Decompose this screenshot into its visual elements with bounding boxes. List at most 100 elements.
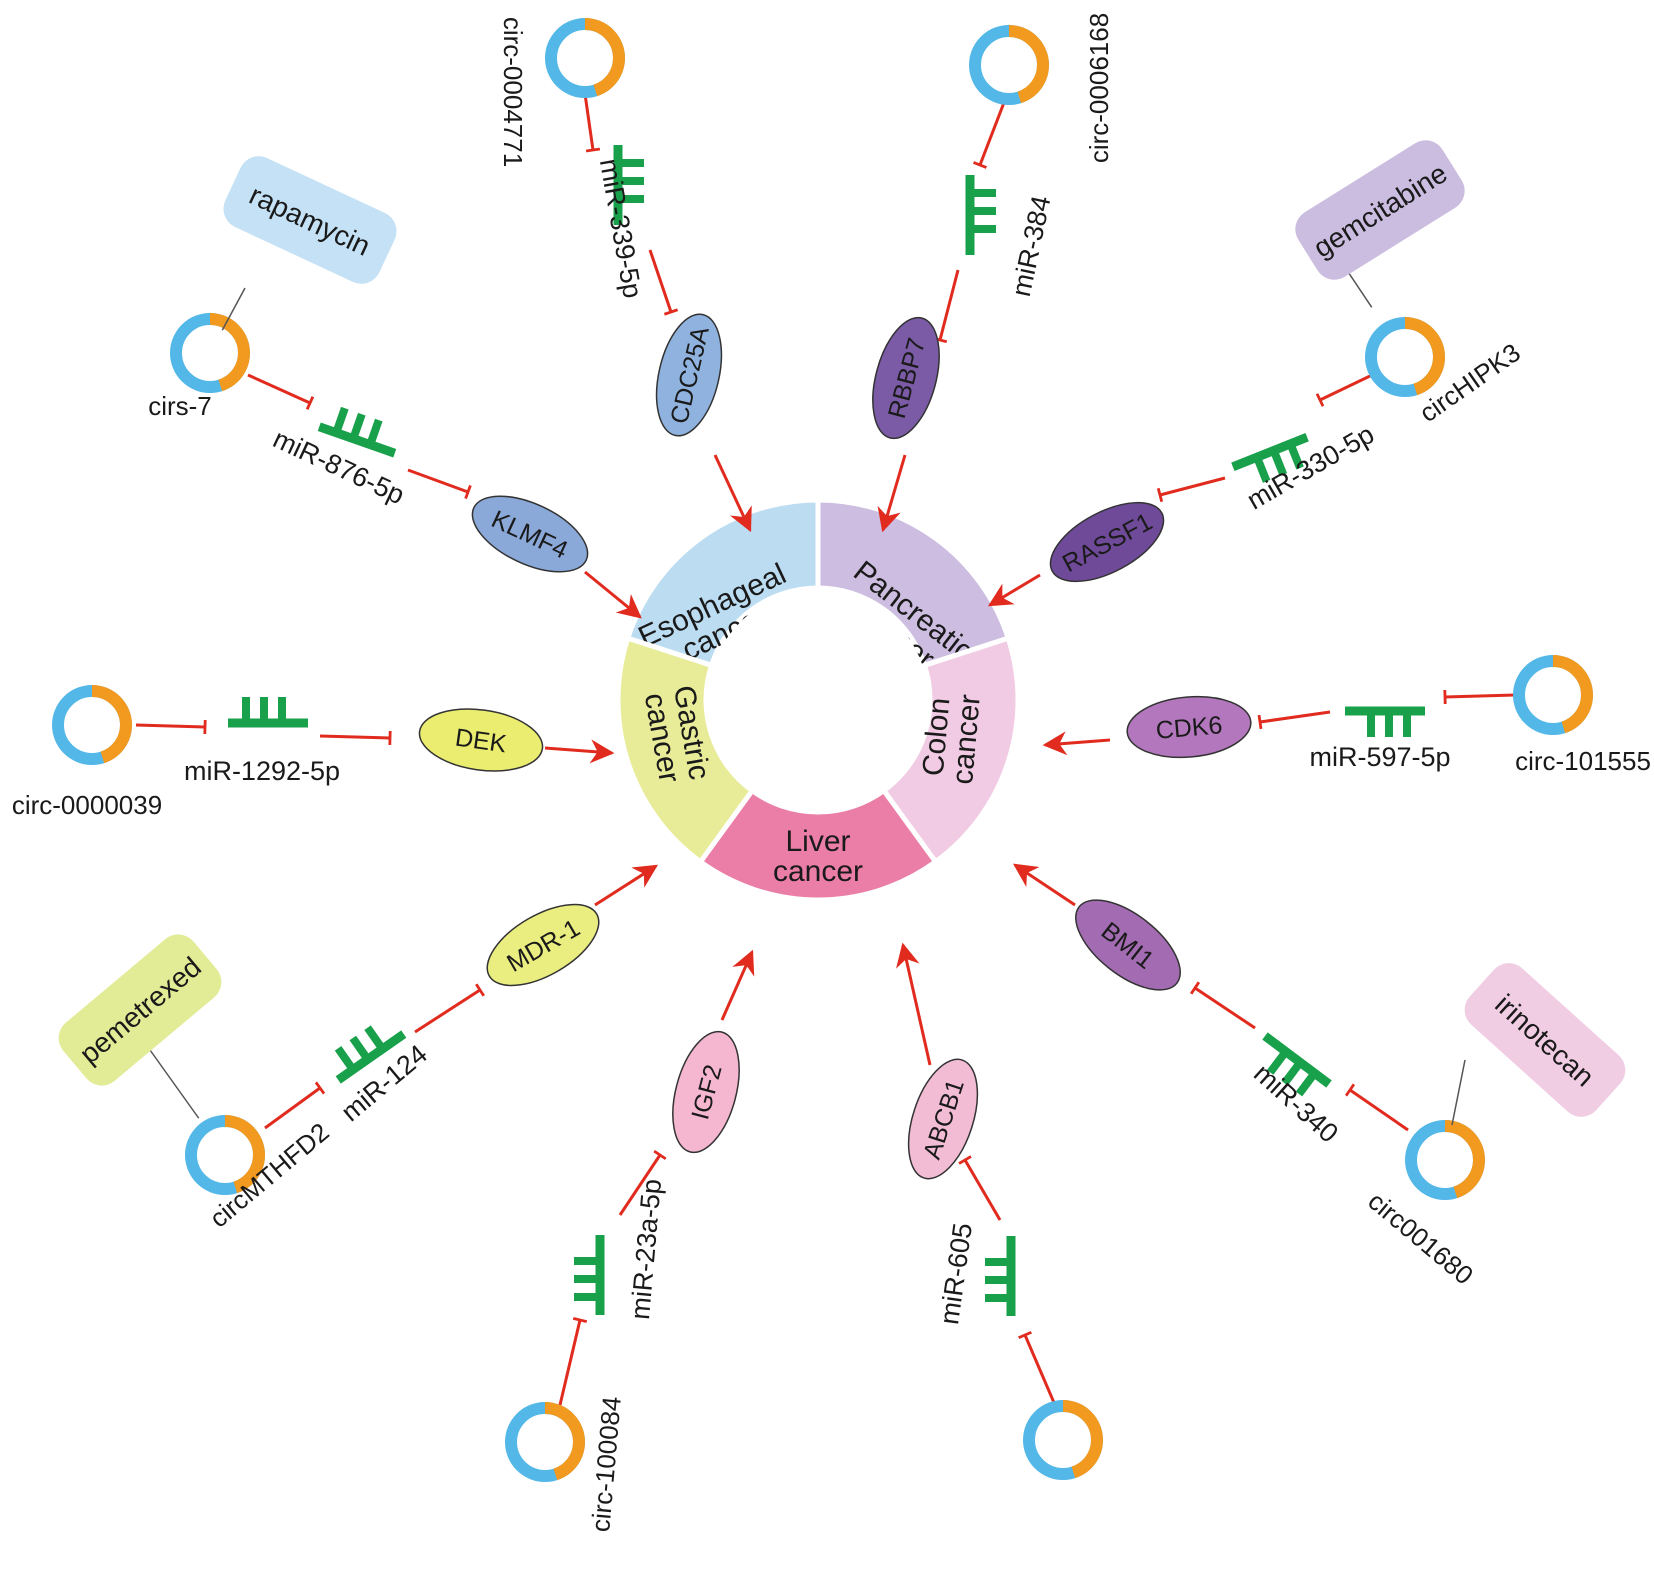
inhibition-edge: [558, 1317, 588, 1406]
cancer-type-ring: EsophagealcancerPancreaticcancerColoncan…: [615, 497, 1021, 903]
gene-node: RASSF1: [1049, 501, 1165, 583]
circrna-icon-orange: [1365, 317, 1445, 397]
circrna-icon-orange: [545, 18, 625, 98]
pathway-5: ABCB1 miR-605: [896, 942, 1103, 1480]
mirna-tooth-2: [1253, 455, 1271, 483]
activation-edge: [987, 573, 1041, 607]
inhibition-edge: [247, 373, 315, 410]
gene-label: CDK6: [1155, 711, 1224, 745]
inhibition-edge: [264, 1081, 326, 1130]
inhibition-edge: [407, 468, 472, 500]
gene-node: MDR-1: [486, 903, 600, 987]
drug-node: pemetrexed: [58, 934, 222, 1086]
inhibition-edge: [618, 1149, 667, 1216]
inhibition-edge: [932, 269, 960, 344]
cancer-segment-eso: [624, 497, 821, 669]
circrna-label: circ-100084: [585, 1395, 627, 1533]
gene-ellipse: [1075, 899, 1181, 991]
cancer-label-line: Liver: [785, 825, 850, 858]
circrna-icon-orange: [969, 25, 1049, 105]
gene-ellipse: [672, 1030, 740, 1154]
inhibition-edge: [972, 99, 1007, 169]
gene-node: ABCB1: [907, 1058, 979, 1180]
drug-box: [223, 156, 397, 284]
circrna-label: circ-0006168: [1084, 13, 1114, 163]
pathway-8: DEK circ-0000039 miR-1292-5p: [12, 685, 615, 820]
mirna-tooth-0: [334, 1046, 357, 1072]
cancer-label-line: cancer: [773, 855, 863, 888]
gene-ellipse: [872, 316, 940, 440]
mirna-tooth-2: [1266, 1049, 1290, 1075]
mirna-label: miR-384: [1006, 193, 1057, 299]
mirna-label: miR-605: [934, 1221, 978, 1326]
cancer-segment-liv: [696, 787, 940, 903]
inhibition-edge: [1156, 476, 1226, 503]
gene-ellipse: [1049, 501, 1165, 583]
ring-hole: [708, 590, 928, 810]
activation-edge: [1042, 731, 1111, 756]
circrna-label: circ-0000039: [12, 790, 162, 820]
mirna-label: miR-597-5p: [1309, 742, 1450, 772]
drug-node: irinotecan: [1464, 963, 1626, 1117]
inhibition-edge: [1443, 689, 1516, 705]
drug-node: rapamycin: [223, 156, 397, 284]
circrna-icon-orange: [1405, 1120, 1485, 1200]
mirna-tooth-0: [1286, 442, 1304, 470]
inhibition-edge: [1344, 1083, 1409, 1132]
gene-ellipse: [471, 495, 589, 573]
gene-node: IGF2: [672, 1030, 740, 1154]
gene-ellipse: [486, 903, 600, 987]
mirna-tooth-2: [366, 418, 383, 446]
circrna-icon-orange: [170, 313, 250, 393]
inhibition-edge: [958, 1155, 1002, 1221]
circrna-label: circ-0004771: [498, 17, 528, 167]
activation-edge: [584, 570, 642, 619]
cancer-segment-gas: [615, 635, 756, 866]
pathway-layer: CDC25Acirc-0004771miR-339-5pRBBP7circ-00…: [12, 13, 1651, 1533]
gene-node: CDK6: [1126, 695, 1252, 759]
circrna-label: circ-101555: [1515, 746, 1651, 776]
inhibition-edge: [1315, 374, 1371, 407]
gene-ellipse: [1126, 695, 1252, 759]
drug-box: [58, 934, 222, 1086]
gene-node: CDC25A: [655, 313, 723, 437]
gene-node: BMI1: [1075, 899, 1181, 991]
circrna-icon-orange: [185, 1115, 265, 1195]
gene-node: RBBP7: [872, 316, 940, 440]
activation-edge: [544, 739, 615, 764]
mirna-tooth-1: [349, 1035, 372, 1062]
activation-edge: [1013, 863, 1076, 907]
circrna-label: cirs-7: [148, 391, 212, 421]
circrna-icon-orange: [1023, 1400, 1103, 1480]
cancer-segment-col: [880, 635, 1021, 866]
pathway-3: CDK6 circ-101555 miR-597-5p: [1042, 655, 1651, 776]
circrna-label: circMTHFD2: [204, 1117, 335, 1234]
activation-edge: [896, 942, 932, 1066]
inhibition-edge: [583, 93, 601, 153]
drug-connector: [221, 287, 246, 331]
drug-node: gemcitabine: [1295, 140, 1465, 280]
mirna-label: miR-1292-5p: [184, 756, 340, 786]
drug-connector: [1451, 1059, 1466, 1126]
activation-edge: [720, 949, 755, 1021]
inhibition-edge: [1257, 710, 1331, 730]
gene-ellipse: [418, 708, 544, 772]
cancer-label-line: cancer: [946, 693, 987, 786]
cancer-label-col: Coloncancer: [916, 691, 987, 786]
drug-box: [1464, 963, 1626, 1117]
pathway-1: RBBP7 circ-0006168 miR-384: [872, 13, 1114, 533]
inhibition-edge: [1189, 981, 1256, 1030]
circrna-label: circ001680: [1362, 1186, 1479, 1291]
mirna-tooth-1: [1269, 449, 1288, 477]
drug-connector: [149, 1049, 200, 1119]
circrna-icon-orange: [505, 1402, 585, 1482]
gene-node: DEK: [418, 708, 544, 772]
